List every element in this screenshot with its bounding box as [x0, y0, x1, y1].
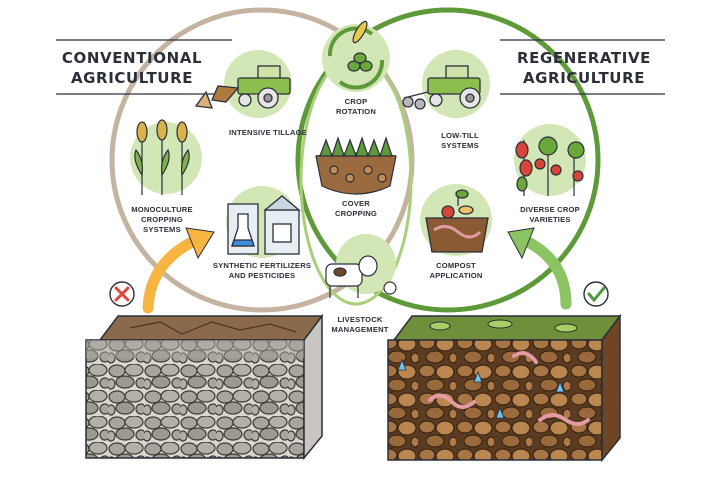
conventional-heading-line1: CONVENTIONAL [62, 49, 202, 67]
cross-icon [109, 281, 135, 307]
monoculture-label-3: SYSTEMS [143, 225, 181, 234]
diverse-crop-label-2: VARIETIES [529, 215, 570, 224]
low-till-group: LOW-TILL SYSTEMS [402, 50, 490, 150]
monoculture-label-2: CROPPING [141, 215, 183, 224]
compost-group: COMPOST APPLICATION [420, 184, 492, 280]
cover-crop-icon [315, 136, 397, 195]
diverse-crop-bg [514, 124, 586, 196]
regenerative-arrowhead [507, 227, 535, 260]
crop-rotation-label-2: ROTATION [336, 107, 376, 116]
regenerative-heading: REGENERATIVE AGRICULTURE [500, 39, 665, 95]
compost-bin-icon [425, 189, 489, 253]
crop-rotation-label-1: CROP [345, 97, 368, 106]
monoculture-label-1: MONOCULTURE [131, 205, 193, 214]
livestock-group: LIVESTOCK MANAGEMENT [325, 234, 397, 334]
diverse-crop-label-1: DIVERSE CROP [520, 205, 580, 214]
check-icon [583, 281, 609, 307]
compost-label-1: COMPOST [436, 261, 476, 270]
tractor-plough-icon [194, 65, 291, 109]
conventional-ring [109, 7, 415, 313]
degraded-soil-block [85, 313, 324, 461]
crop-rotation-icon [327, 20, 385, 90]
regenerative-heading-line2: AGRICULTURE [523, 69, 645, 87]
low-till-label-2: SYSTEMS [441, 141, 479, 150]
regenerative-ring [295, 7, 601, 313]
compost-label-2: APPLICATION [429, 271, 482, 280]
livestock-label-1: LIVESTOCK [337, 315, 382, 324]
low-till-label-1: LOW-TILL [441, 131, 479, 140]
crop-rotation-group: CROP ROTATION [322, 20, 390, 116]
synthetic-label-1: SYNTHETIC FERTILIZERS [213, 261, 311, 270]
monoculture-group: MONOCULTURE CROPPING SYSTEMS [130, 119, 202, 234]
intensive-tillage-label: INTENSIVE TILLAGE [229, 128, 307, 137]
tractor-roller-icon [402, 65, 481, 110]
synthetic-label-2: AND PESTICIDES [229, 271, 296, 280]
cover-cropping-label-1: COVER [342, 199, 370, 208]
cow-icon [325, 255, 397, 298]
cover-cropping-group: COVER CROPPING [315, 136, 397, 218]
regenerative-arrow [518, 234, 572, 310]
conventional-heading: CONVENTIONAL AGRICULTURE [56, 39, 232, 95]
wheat-icon [134, 119, 190, 195]
lab-chemicals-icon [227, 195, 301, 255]
conventional-heading-line2: AGRICULTURE [71, 69, 193, 87]
regenerative-heading-line1: REGENERATIVE [517, 49, 651, 67]
livestock-label-2: MANAGEMENT [331, 325, 388, 334]
diverse-crop-group: DIVERSE CROP VARIETIES [514, 124, 586, 224]
cover-cropping-label-2: CROPPING [335, 209, 377, 218]
synthetic-group: SYNTHETIC FERTILIZERS AND PESTICIDES [213, 186, 311, 280]
curved-arrow-icon [142, 234, 202, 314]
healthy-soil-block [387, 313, 622, 463]
intensive-tillage-group: INTENSIVE TILLAGE [194, 50, 307, 137]
tomato-plant-icon [515, 136, 585, 196]
conventional-arrowhead [185, 227, 215, 260]
